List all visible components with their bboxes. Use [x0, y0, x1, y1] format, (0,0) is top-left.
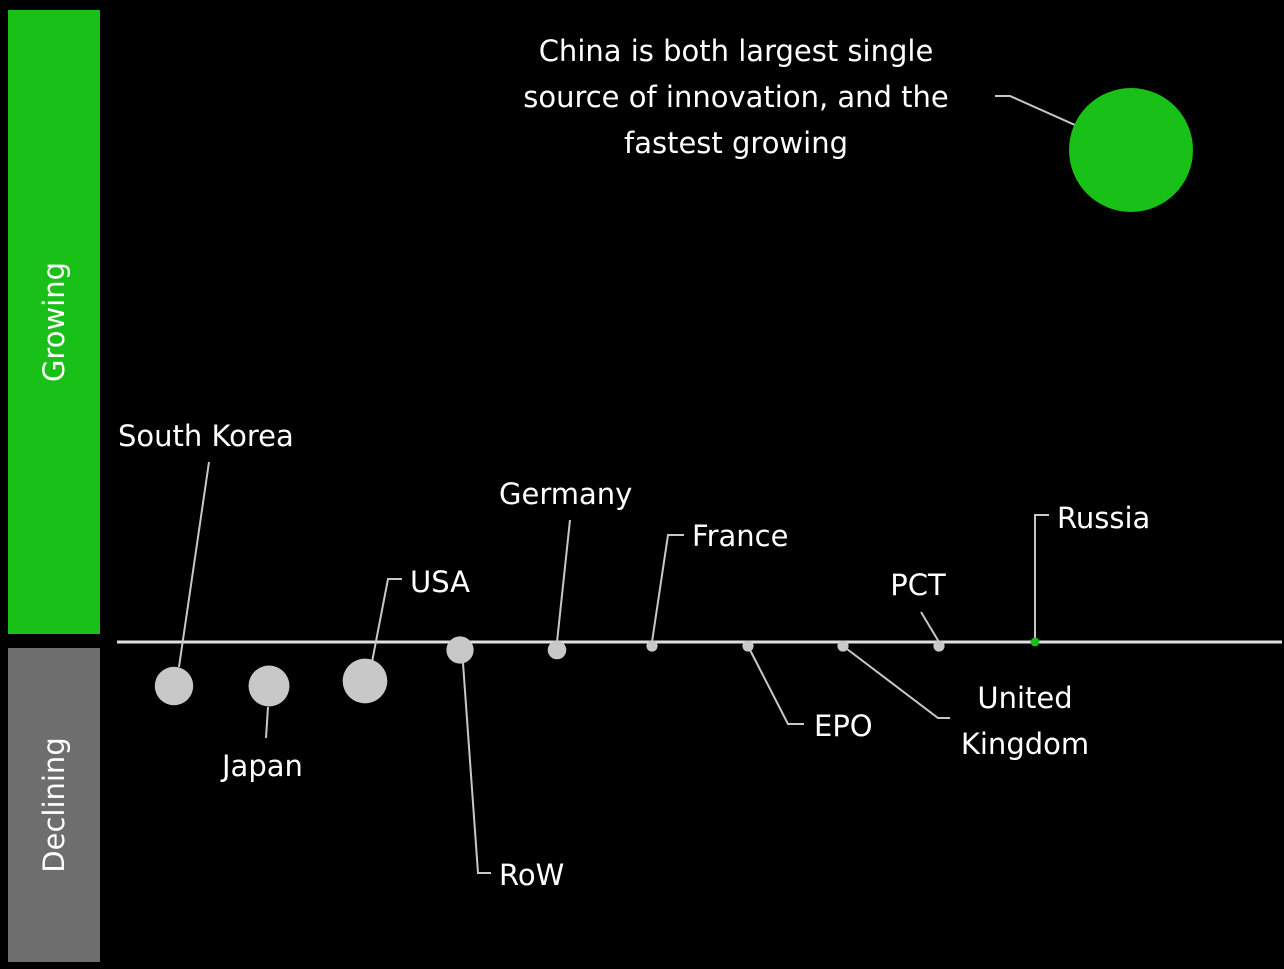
pct-point	[933, 640, 945, 652]
france-label: France	[692, 519, 788, 553]
france-point	[646, 640, 658, 652]
china-annotation: China is both largest single source of in…	[523, 34, 949, 160]
usa-point	[342, 658, 388, 704]
declining-bar: Declining	[8, 648, 100, 962]
russia-leader-line	[1034, 514, 1049, 642]
south-korea-point	[154, 666, 194, 706]
row-label: RoW	[499, 858, 564, 892]
japan-label: Japan	[220, 749, 303, 783]
growing-bar: Growing	[8, 10, 100, 634]
epo-label: EPO	[814, 709, 873, 743]
epo-leader-line	[747, 645, 804, 725]
china-annotation-line: China is both largest single	[539, 34, 934, 68]
germany-point	[547, 640, 567, 660]
row-leader-line	[462, 662, 491, 874]
data-points	[154, 88, 1193, 707]
usa-leader-line	[371, 578, 402, 663]
germany-leader-line	[556, 519, 571, 643]
leader-lines	[178, 95, 1132, 874]
united-kingdom-leader-line	[842, 645, 950, 719]
russia-label: Russia	[1057, 501, 1150, 535]
epo-point	[742, 640, 754, 652]
france-leader-line	[651, 534, 684, 643]
china-annotation-line: source of innovation, and the	[523, 80, 949, 114]
united-kingdom-point	[837, 640, 849, 652]
row-point	[446, 636, 474, 664]
germany-label: Germany	[499, 477, 632, 511]
china-annotation-line: fastest growing	[624, 126, 848, 160]
japan-leader-line	[265, 706, 269, 739]
china-point	[1069, 88, 1193, 212]
pct-leader-line	[920, 611, 940, 643]
pct-label: PCT	[890, 568, 946, 602]
usa-label: USA	[410, 565, 470, 599]
japan-point	[248, 665, 290, 707]
russia-point	[1030, 637, 1040, 647]
south-korea-leader-line	[178, 461, 210, 668]
south-korea-label: South Korea	[118, 419, 294, 453]
